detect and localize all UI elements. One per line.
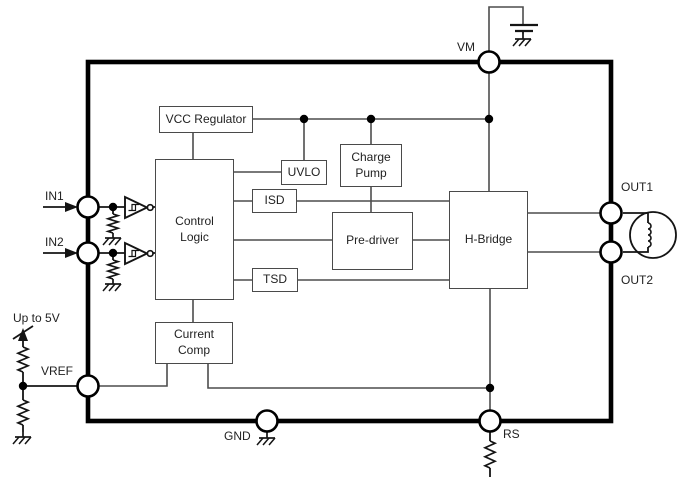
pin-out2: [599, 240, 623, 264]
junction-dot: [108, 202, 118, 212]
inverter-bubble-icon: [146, 249, 154, 258]
hysteresis-icon: [131, 249, 139, 257]
pin-vref: [76, 374, 100, 398]
block-label: ISD: [264, 193, 285, 208]
ground-icon: [24, 436, 32, 445]
ground-icon: [518, 38, 526, 47]
ground-icon: [114, 283, 122, 292]
block-charge-pump: Charge Pump: [340, 144, 402, 187]
pin-gnd: [255, 409, 279, 433]
wire: [488, 6, 524, 52]
pin-vm: [477, 50, 501, 74]
inverter-bubble-icon: [146, 203, 154, 212]
ground-icon: [524, 38, 532, 47]
pin-in2: [76, 241, 100, 265]
block-label: Current Comp: [173, 327, 214, 357]
ground-icon: [12, 436, 20, 445]
ground-icon: [102, 283, 110, 292]
block-vcc-regulator: VCC Regulator: [159, 106, 253, 133]
block-label: Control Logic: [175, 213, 214, 244]
hysteresis-icon: [128, 250, 137, 258]
block-uvlo: UVLO: [281, 160, 327, 185]
block-label: Pre-driver: [346, 233, 399, 248]
junction-dot: [484, 114, 494, 124]
block-h-bridge: H-Bridge: [449, 191, 528, 289]
wire: [207, 364, 490, 389]
resistor-icon: [15, 399, 31, 426]
block-label: VCC Regulator: [165, 111, 247, 126]
ground-icon: [108, 237, 116, 246]
pin-label-out2: OUT2: [621, 273, 654, 287]
motor-coil-icon: [647, 222, 652, 248]
pin-out1: [599, 201, 623, 225]
resistor-icon: [105, 259, 121, 280]
ground-icon: [268, 437, 276, 446]
junction-dot: [18, 381, 28, 391]
ground-icon: [108, 283, 116, 292]
hysteresis-icon: [128, 204, 137, 212]
ground-icon: [262, 437, 270, 446]
pin-label-vm: VM: [457, 40, 475, 54]
junction-dot: [366, 114, 376, 124]
block-pre-driver: Pre-driver: [332, 212, 413, 270]
block-label: TSD: [263, 272, 287, 287]
block-current-comp: Current Comp: [155, 322, 233, 364]
pin-label-rs: RS: [503, 427, 520, 441]
up-to-5v-annotation: Up to 5V: [13, 311, 60, 325]
resistor-icon: [15, 346, 31, 373]
hysteresis-icon: [131, 203, 139, 211]
ground-icon: [18, 436, 26, 445]
junction-dot: [485, 383, 495, 393]
block-isd: ISD: [252, 189, 297, 213]
pin-label-in2: IN2: [45, 235, 64, 249]
resistor-icon: [105, 213, 121, 234]
arrowhead-icon: [18, 328, 28, 341]
ground-icon: [512, 38, 520, 47]
ground-icon: [102, 237, 110, 246]
block-control-logic: Control Logic: [155, 159, 234, 300]
junction-dot: [299, 114, 309, 124]
junction-dot: [108, 248, 118, 258]
component-wire: [623, 247, 649, 253]
ground-icon: [256, 437, 264, 446]
block-label: H-Bridge: [464, 232, 513, 247]
pin-label-in1: IN1: [45, 189, 64, 203]
pin-label-gnd: GND: [224, 429, 251, 443]
resistor-icon: [482, 440, 498, 469]
block-tsd: TSD: [252, 268, 298, 292]
wire: [99, 364, 168, 387]
block-label: Charge Pump: [351, 149, 391, 180]
ground-icon: [114, 237, 122, 246]
arrowhead-icon: [65, 202, 78, 212]
pin-label-out1: OUT1: [621, 180, 654, 194]
pin-rs: [478, 409, 502, 433]
arrowhead-icon: [65, 248, 78, 258]
motor-icon: [629, 211, 677, 259]
block-label: UVLO: [287, 164, 321, 179]
pin-label-vref: VREF: [41, 364, 74, 378]
pin-in1: [76, 195, 100, 219]
